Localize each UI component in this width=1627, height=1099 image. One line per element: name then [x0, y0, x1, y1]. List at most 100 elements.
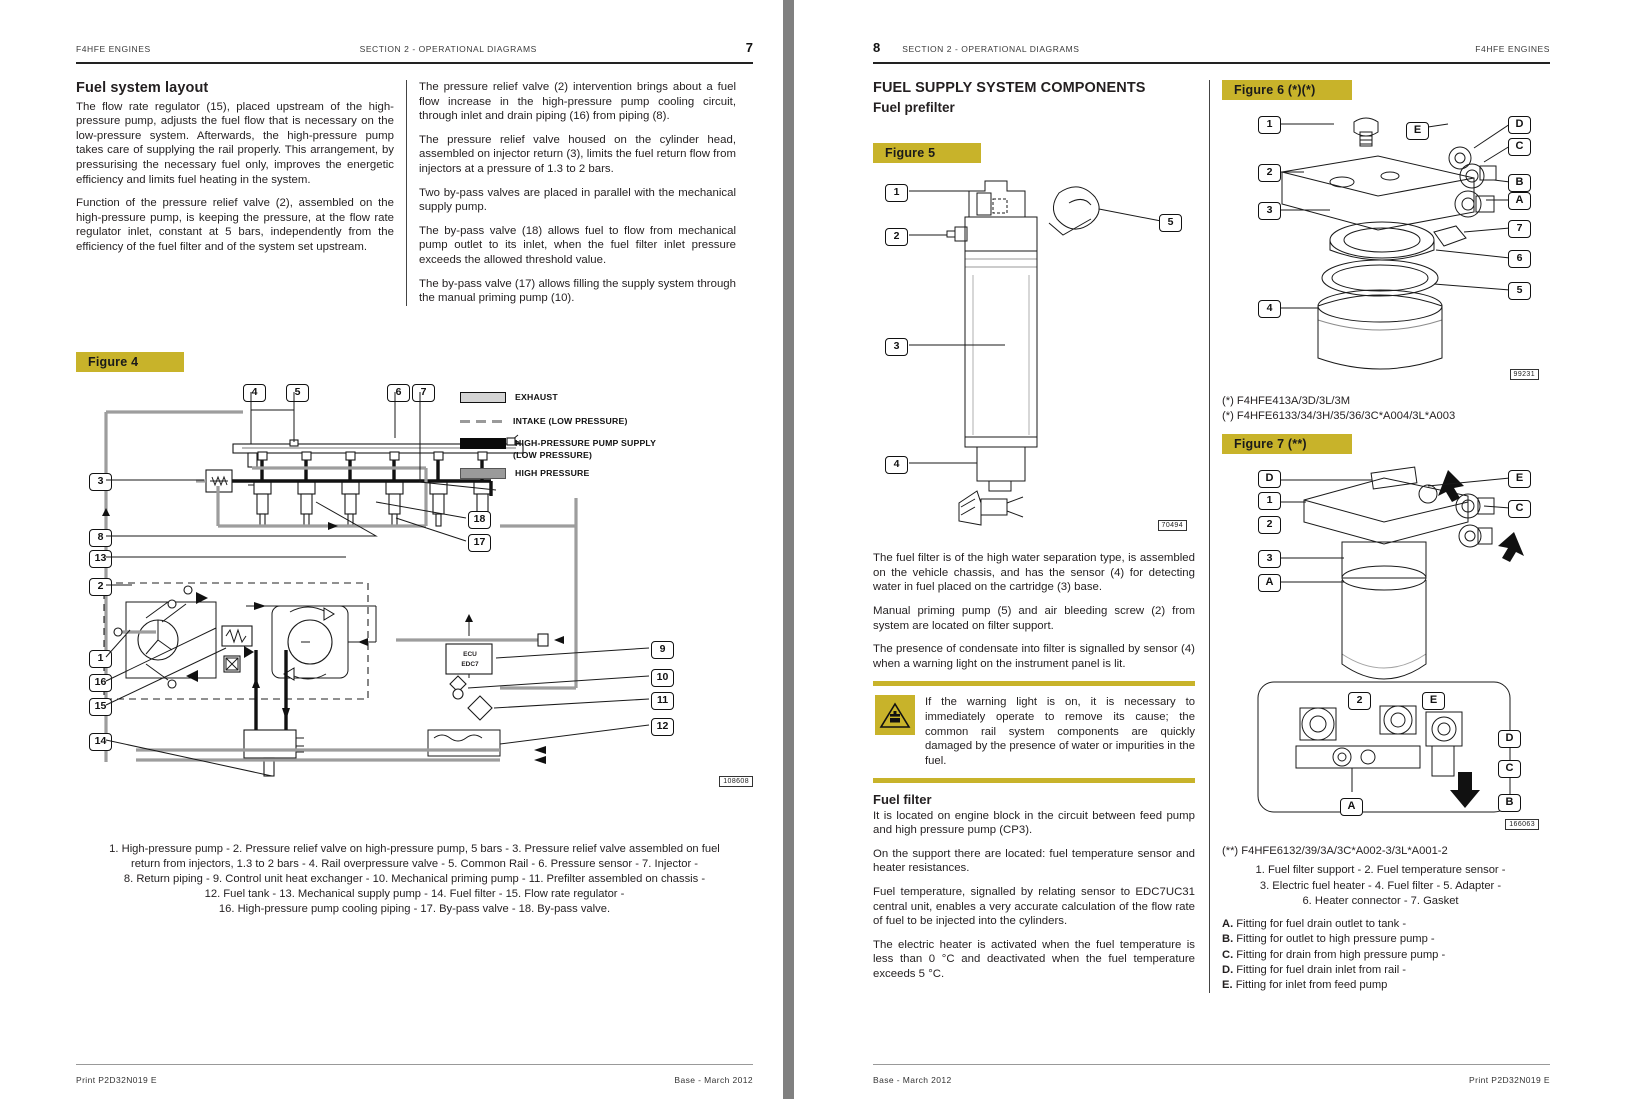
- legend-item-C: C. Fitting for drain from high pressure …: [1222, 948, 1446, 961]
- callout-9: 9: [651, 640, 674, 659]
- figure-5-tag: Figure 5: [873, 143, 981, 164]
- right-column-2: Figure 6 (*)(*): [1209, 80, 1539, 994]
- right-column-1: FUEL SUPPLY SYSTEM COMPONENTS Fuel prefi…: [873, 80, 1209, 993]
- paragraph: The pressure relief valve housed on the …: [419, 133, 736, 175]
- header-rule: [76, 62, 753, 64]
- figure6-callout-5: 5: [1508, 282, 1531, 300]
- figure6-callout-E: E: [1406, 122, 1429, 140]
- figure-7-diagram: D 1 2 3 A E C 2 E D C B A 166063: [1222, 454, 1539, 838]
- figure5-callout-4: 4: [885, 456, 908, 475]
- page-title: Fuel system layout: [76, 80, 209, 96]
- callout-14: 14: [89, 732, 112, 751]
- paragraph: The by-pass valve (18) allows fuel to fl…: [419, 224, 736, 266]
- callout-1: 1: [89, 649, 112, 668]
- swatch-intake-icon: [460, 419, 504, 423]
- left-column-1: Fuel system layout The flow rate regulat…: [76, 80, 406, 306]
- paragraph: The by-pass valve (17) allows filling th…: [419, 277, 736, 305]
- paragraph: The flow rate regulator (15), placed ups…: [76, 100, 394, 186]
- figure7-inset-callout-B: B: [1498, 794, 1521, 813]
- figure-4-block: Figure 4 EXHAUST INTAKE (LOW PRESSURE) H…: [76, 351, 753, 830]
- warning-triangle-icon: [875, 695, 915, 736]
- figure6-callout-1: 1: [1258, 116, 1281, 134]
- running-head-right: 8 SECTION 2 - OPERATIONAL DIAGRAMS F4HFE…: [873, 40, 1550, 58]
- figure-4-caption: 1. High-pressure pump - 2. Pressure reli…: [109, 842, 720, 915]
- header-section-title: SECTION 2 - OPERATIONAL DIAGRAMS: [359, 44, 537, 54]
- callout-6: 6: [387, 383, 410, 402]
- callout-17: 17: [468, 533, 491, 552]
- footer-rule: [873, 1064, 1550, 1065]
- callout-5: 5: [286, 383, 309, 402]
- figure7-callout-D: D: [1258, 470, 1281, 489]
- page-right-8: 8 SECTION 2 - OPERATIONAL DIAGRAMS F4HFE…: [813, 0, 1626, 1099]
- paragraph: Fuel temperature, signalled by relating …: [873, 886, 1195, 928]
- header-rule: [873, 62, 1550, 64]
- header-engine-family: F4HFE ENGINES: [76, 44, 151, 54]
- figure-5-diagram: 1 2 3 4 5 70494: [873, 165, 1195, 543]
- paragraph: The fuel filter is of the high water sep…: [873, 552, 1195, 594]
- figure5-callout-3: 3: [885, 338, 908, 357]
- paragraph: Function of the pressure relief valve (2…: [76, 197, 394, 254]
- figure7-inset-callout-A: A: [1340, 798, 1363, 817]
- figure7-inset-callout-2: 2: [1348, 692, 1371, 711]
- figure6-callout-7: 7: [1508, 220, 1531, 238]
- figure-6-code: 99231: [1509, 369, 1539, 380]
- legend-hp-supply: HIGH-PRESSURE PUMP SUPPLY: [460, 438, 656, 449]
- footer-rule: [76, 1064, 753, 1065]
- page-subtitle: Fuel prefilter: [873, 99, 955, 115]
- print-code: Print P2D32N019 E: [76, 1075, 157, 1085]
- figure-7-tag: Figure 7 (**): [1222, 434, 1352, 455]
- figure-6-diagram: 1 2 3 4 5 6 7 A B C D E 99231: [1222, 100, 1539, 388]
- callout-2: 2: [89, 577, 112, 596]
- legend-item-A: A. Fitting for fuel drain outlet to tank…: [1222, 918, 1407, 931]
- legend-intake: INTAKE (LOW PRESSURE): [460, 416, 628, 426]
- figure-7-legend: 1. Fuel filter support - 2. Fuel tempera…: [1255, 864, 1506, 907]
- warning-rule-bottom: [873, 777, 1195, 783]
- figure7-callout-E-top: E: [1508, 470, 1531, 489]
- left-column-2: The pressure relief valve (2) interventi…: [406, 80, 736, 306]
- figure6-callout-D: D: [1508, 116, 1531, 134]
- legend-item-B: B. Fitting for outlet to high pressure p…: [1222, 933, 1435, 946]
- callout-16: 16: [89, 673, 112, 692]
- figure-4-diagram: EXHAUST INTAKE (LOW PRESSURE) HIGH-PRESS…: [76, 378, 753, 830]
- figure-5-code: 70494: [1157, 520, 1187, 532]
- figure-6-tag: Figure 6 (*)(*): [1222, 80, 1352, 100]
- running-head-left: F4HFE ENGINES SECTION 2 - OPERATIONAL DI…: [76, 40, 753, 58]
- callout-15: 15: [89, 697, 112, 716]
- fuel-filter-heading: Fuel filter: [873, 791, 932, 807]
- footer-left: Print P2D32N019 E Base - March 2012: [76, 1075, 753, 1085]
- header-engine-family: F4HFE ENGINES: [1475, 44, 1550, 54]
- figure7-callout-C-top: C: [1508, 500, 1531, 519]
- paragraph: Manual priming pump (5) and air bleeding…: [873, 604, 1195, 632]
- ecu-block-label: ECU EDC7: [461, 650, 479, 668]
- figure5-callout-5: 5: [1159, 214, 1182, 233]
- figure-7-note: (**) F4HFE6132/39/3A/3C*A002-3/3L*A001-2: [1222, 845, 1448, 858]
- callout-10: 10: [651, 668, 674, 687]
- warning-panel: If the warning light is on, it is necess…: [873, 681, 1195, 783]
- callout-18: 18: [468, 510, 491, 529]
- warning-rule-top: [873, 681, 1195, 687]
- legend-high-pressure: HIGH PRESSURE: [460, 468, 590, 479]
- swatch-high-pressure-icon: [460, 467, 506, 479]
- figure-6-note-1: (*) F4HFE413A/3D/3L/3M: [1222, 395, 1351, 407]
- page-left-7: F4HFE ENGINES SECTION 2 - OPERATIONAL DI…: [0, 0, 813, 1099]
- figure7-inset-callout-D: D: [1498, 730, 1521, 749]
- figure6-callout-C: C: [1508, 138, 1531, 156]
- fuel-filter-support-drawing-6: [1270, 117, 1511, 370]
- page-title: FUEL SUPPLY SYSTEM COMPONENTS: [873, 80, 1146, 96]
- figure7-callout-3: 3: [1258, 550, 1281, 569]
- legend-item-E: E. Fitting for inlet from feed pump: [1222, 978, 1388, 991]
- callout-8: 8: [89, 528, 112, 547]
- figure5-callout-1: 1: [885, 184, 908, 203]
- figure7-inset-callout-E: E: [1422, 692, 1445, 711]
- swatch-exhaust-icon: [460, 391, 506, 403]
- figure7-callout-2: 2: [1258, 516, 1281, 535]
- callout-3: 3: [89, 472, 112, 491]
- callout-4: 4: [243, 383, 266, 402]
- swatch-hp-supply-icon: [460, 437, 506, 449]
- fuel-prefilter-drawing: [909, 180, 1162, 526]
- figure5-callout-2: 2: [885, 228, 908, 247]
- figure-6-note-2: (*) F4HFE6133/34/3H/35/36/3C*A004/3L*A00…: [1222, 410, 1456, 423]
- paragraph: The presence of condensate into filter i…: [873, 643, 1195, 670]
- print-code: Print P2D32N019 E: [1469, 1075, 1550, 1085]
- figure7-inset-callout-C: C: [1498, 760, 1521, 779]
